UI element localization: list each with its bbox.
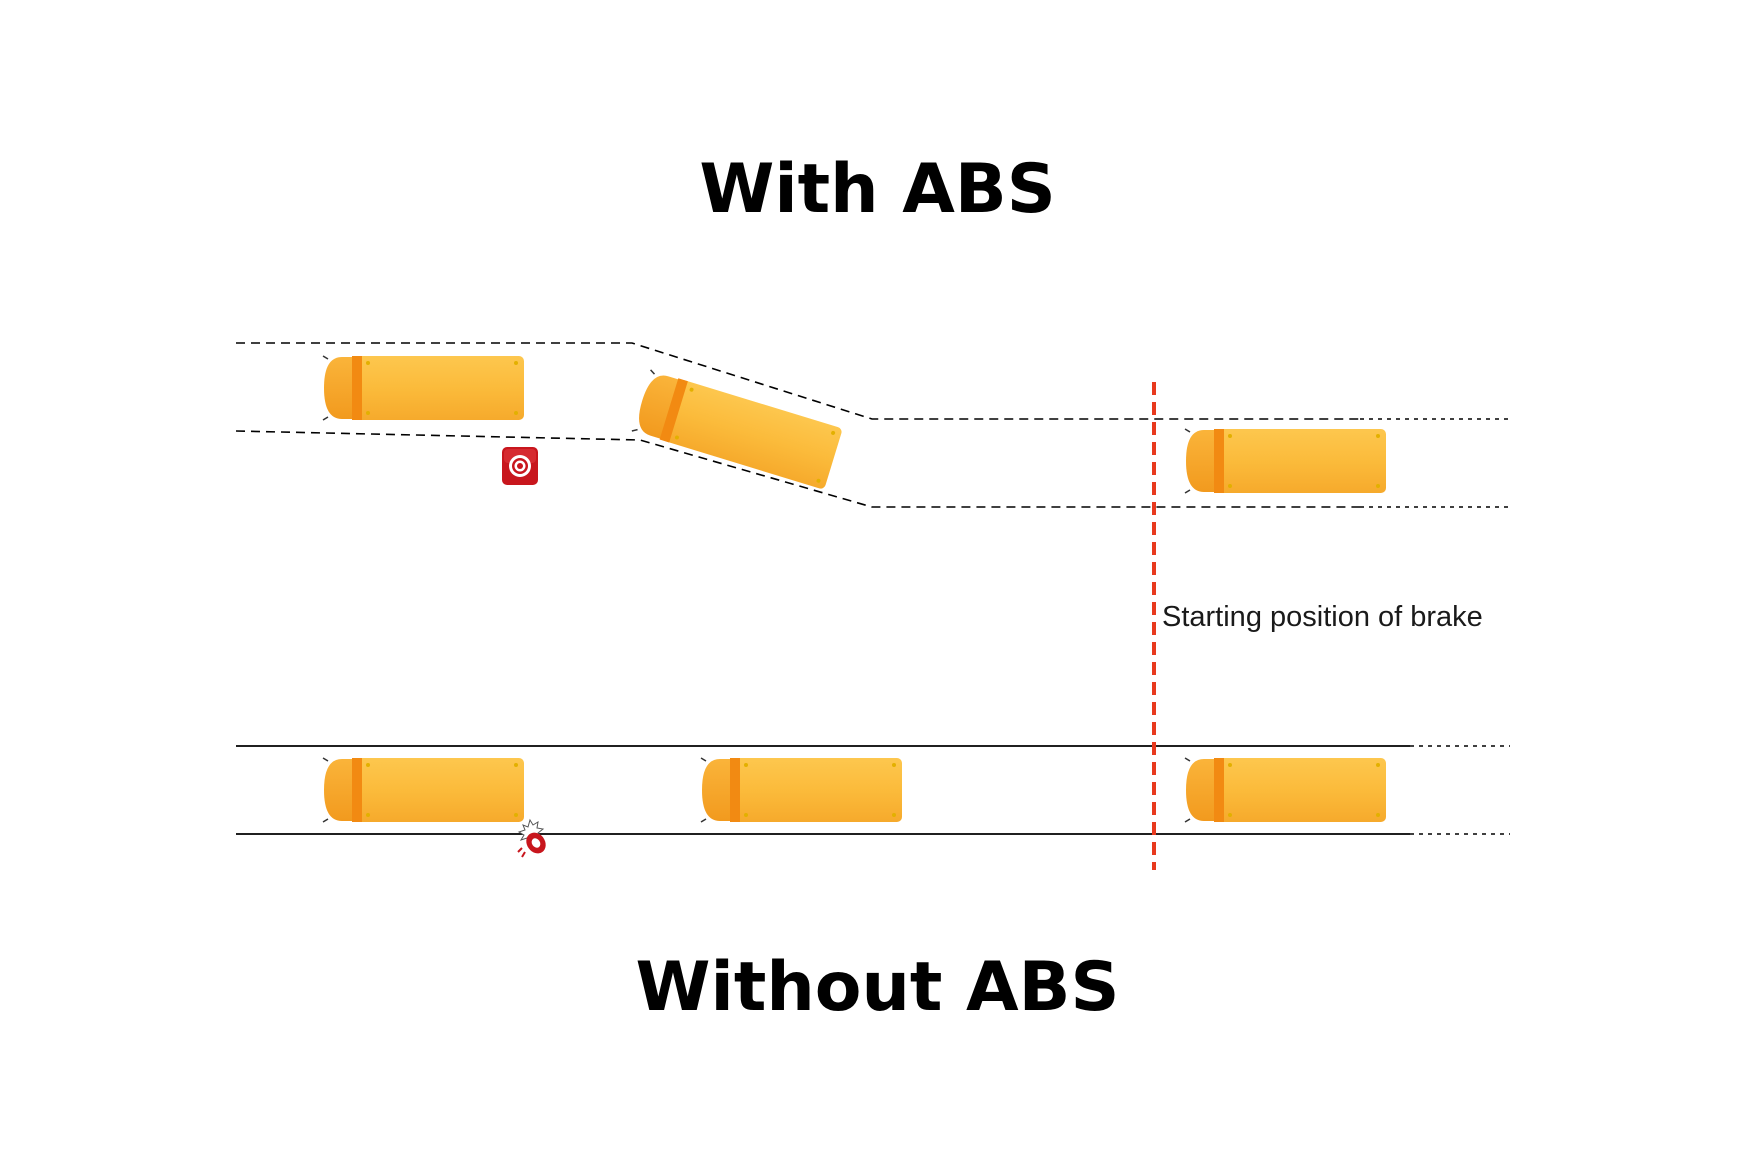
with-abs-lane [235,342,1360,508]
with-abs-lane-extension [1360,418,1510,508]
without-abs-lane-extension [1410,745,1510,835]
without-abs-lane [236,745,1410,835]
bus-with-abs-start [322,355,525,421]
with-abs-title: With ABS [699,150,1056,229]
with-abs-lane-top-boundary [236,342,1360,420]
skid-tire-icon [517,818,546,858]
bus-without-abs-stopped [1184,757,1387,823]
with-abs-lane-bottom-boundary [235,430,1360,508]
abs-warning-icon [502,447,538,485]
without-abs-title: Without ABS [635,948,1120,1027]
bus-without-abs-middle [700,757,903,823]
bus-with-abs-stopped [1184,428,1387,494]
bus-with-abs-steering [631,369,844,491]
bus-without-abs-start [322,757,525,823]
brake-start-label: Starting position of brake [1162,601,1483,633]
